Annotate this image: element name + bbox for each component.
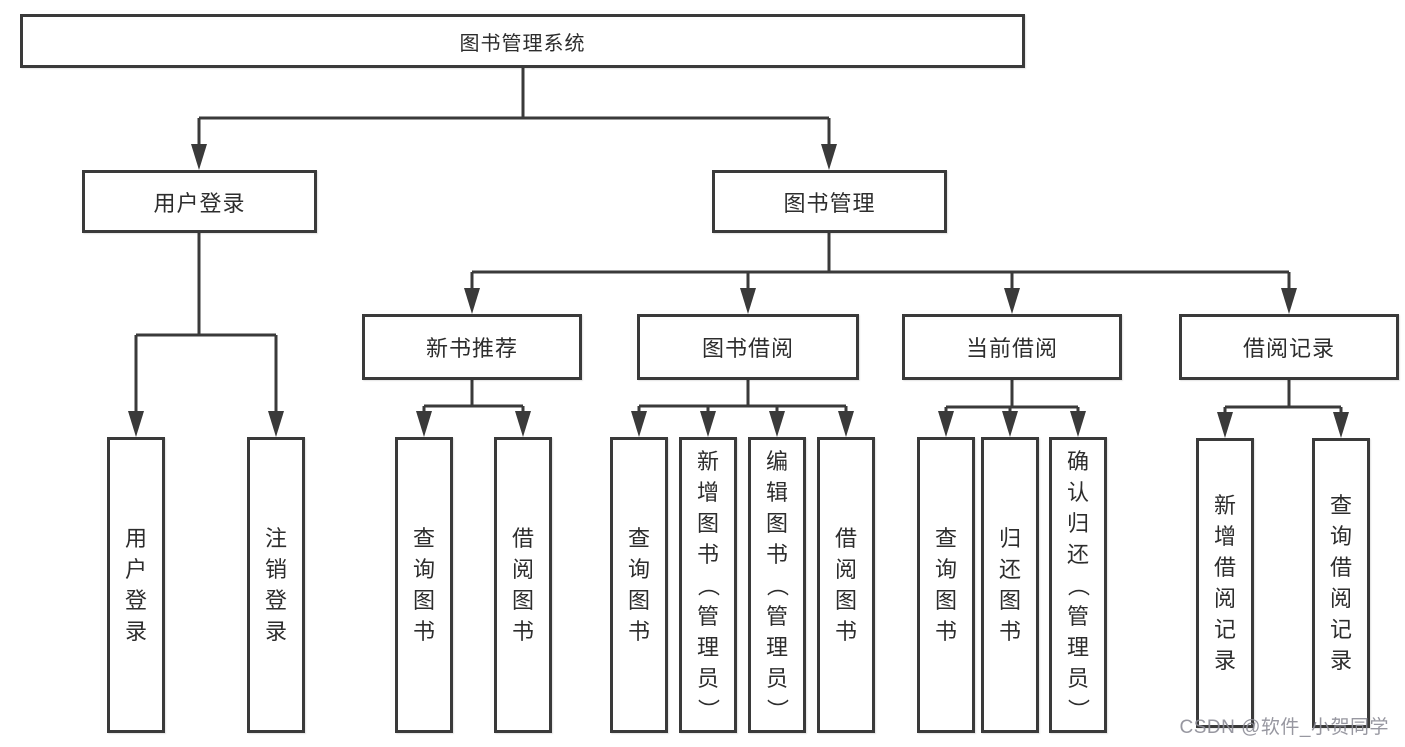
leaf-logout-label: 注销登录 (264, 526, 287, 644)
edge-book-mgmt-split (470, 233, 1291, 290)
leaf-query-book-1-label: 查询图书 (412, 526, 435, 644)
leaf-confirm-return-label: 确认归还（管理员） (1065, 448, 1091, 721)
node-current-borrow: 当前借阅 (902, 314, 1122, 380)
leaf-user-login: 用户登录 (107, 437, 165, 733)
edge-book-borrow-arrowheads (631, 411, 854, 437)
leaf-edit-book: 编辑图书（管理员） (748, 437, 806, 733)
leaf-add-borrow-record-label: 新增借阅记录 (1213, 493, 1236, 673)
edge-borrow-records-split (1223, 380, 1343, 414)
leaf-edit-book-label: 编辑图书（管理员） (764, 448, 790, 721)
leaf-query-borrow-record: 查询借阅记录 (1312, 438, 1370, 728)
node-borrow-records-label: 借阅记录 (1242, 336, 1335, 361)
node-root-label: 图书管理系统 (459, 32, 586, 55)
leaf-logout: 注销登录 (247, 437, 305, 733)
edge-book-mgmt-arrowheads (464, 288, 1297, 314)
leaf-return-book: 归还图书 (981, 437, 1039, 733)
leaf-query-book-1: 查询图书 (395, 437, 453, 733)
node-current-borrow-label: 当前借阅 (965, 336, 1058, 361)
edge-book-borrow-split (637, 380, 848, 413)
leaf-add-book-label: 新增图书（管理员） (695, 448, 721, 721)
edge-borrow-records-arrowheads (1217, 412, 1349, 438)
edge-user-login-split (134, 233, 278, 413)
edge-root-arrowheads (191, 144, 837, 170)
watermark: CSDN @软件_小贺同学 (1179, 717, 1389, 738)
leaf-borrow-book-2: 借阅图书 (817, 437, 875, 733)
edge-current-borrow-arrowheads (938, 411, 1086, 437)
leaf-add-book: 新增图书（管理员） (679, 437, 737, 733)
node-book-mgmt-label: 图书管理 (783, 190, 876, 216)
edge-new-book-rec-split (422, 380, 525, 413)
node-book-borrow-label: 图书借阅 (701, 336, 794, 361)
leaf-query-borrow-record-label: 查询借阅记录 (1329, 493, 1352, 673)
edge-user-login-arrowheads (128, 411, 284, 437)
leaf-query-book-3: 查询图书 (917, 437, 975, 733)
node-root: 图书管理系统 (20, 14, 1025, 68)
leaf-borrow-book-1: 借阅图书 (494, 437, 552, 733)
leaf-add-borrow-record: 新增借阅记录 (1196, 438, 1254, 728)
edge-root-split (197, 68, 831, 146)
leaf-borrow-book-1-label: 借阅图书 (511, 526, 534, 644)
node-borrow-records: 借阅记录 (1179, 314, 1399, 380)
leaf-query-book-3-label: 查询图书 (934, 526, 957, 644)
leaf-query-book-2-label: 查询图书 (627, 526, 650, 644)
node-new-book-rec: 新书推荐 (362, 314, 582, 380)
leaf-return-book-label: 归还图书 (998, 526, 1021, 644)
leaf-borrow-book-2-label: 借阅图书 (834, 526, 857, 644)
node-user-login: 用户登录 (82, 170, 317, 233)
leaf-confirm-return: 确认归还（管理员） (1049, 437, 1107, 733)
leaf-query-book-2: 查询图书 (610, 437, 668, 733)
leaf-user-login-label: 用户登录 (124, 526, 147, 644)
node-book-mgmt: 图书管理 (712, 170, 947, 233)
edge-current-borrow-split (944, 380, 1080, 413)
node-book-borrow: 图书借阅 (637, 314, 859, 380)
node-user-login-label: 用户登录 (153, 190, 246, 216)
edge-new-book-rec-arrowheads (416, 411, 531, 437)
node-new-book-rec-label: 新书推荐 (425, 336, 518, 361)
